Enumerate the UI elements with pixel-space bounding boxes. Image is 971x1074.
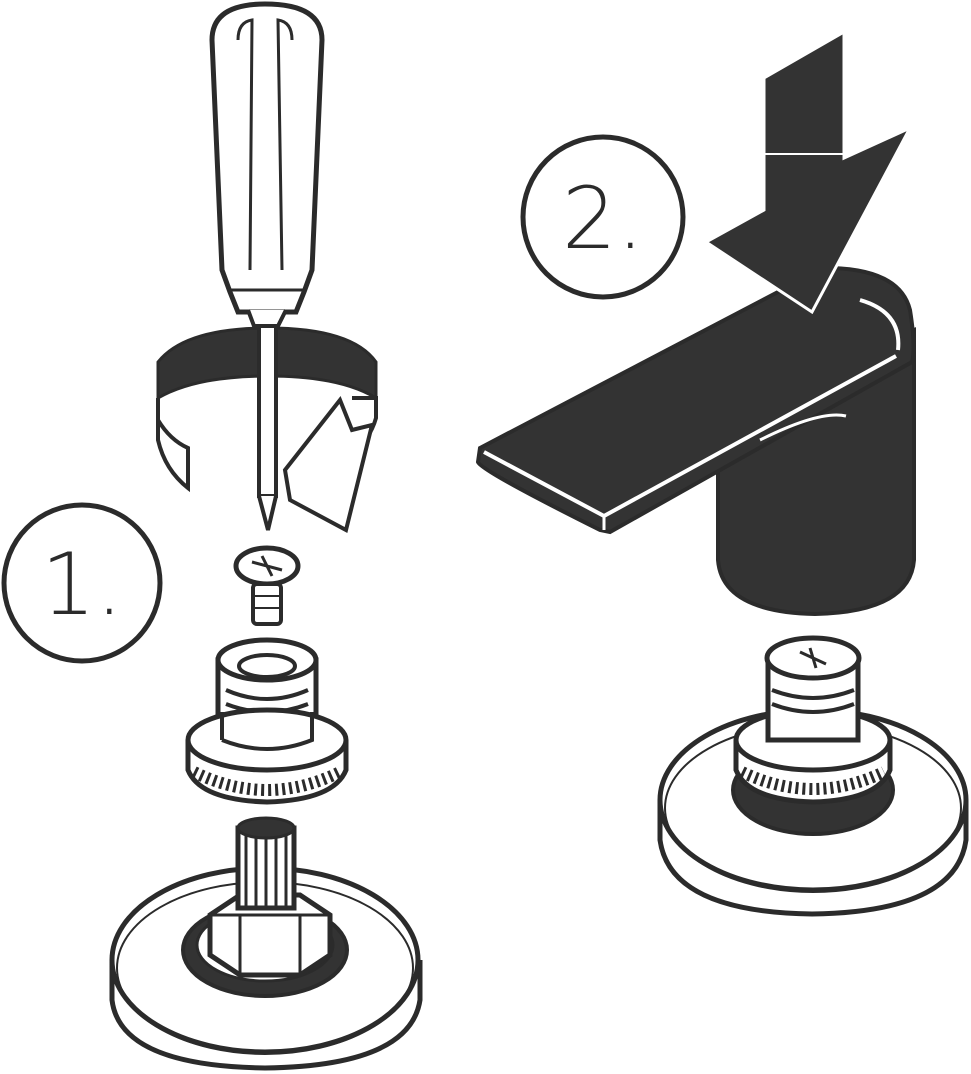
step-2-group: 2. bbox=[475, 29, 969, 917]
step-1-group: 1. bbox=[1, 1, 423, 1071]
step-1-number: 1. bbox=[41, 535, 123, 635]
faucet-handle-icon bbox=[475, 265, 916, 617]
screw-icon bbox=[233, 545, 301, 626]
step-1-badge: 1. bbox=[1, 502, 163, 664]
knurled-cap-icon bbox=[185, 637, 349, 805]
step-2-badge: 2. bbox=[520, 134, 686, 300]
screwdriver-icon bbox=[209, 1, 325, 531]
installed-cartridge-base-icon bbox=[657, 635, 969, 917]
downward-press-arrow-icon bbox=[703, 29, 914, 315]
valve-base-icon bbox=[109, 816, 423, 1071]
step-2-number: 2. bbox=[562, 169, 644, 269]
